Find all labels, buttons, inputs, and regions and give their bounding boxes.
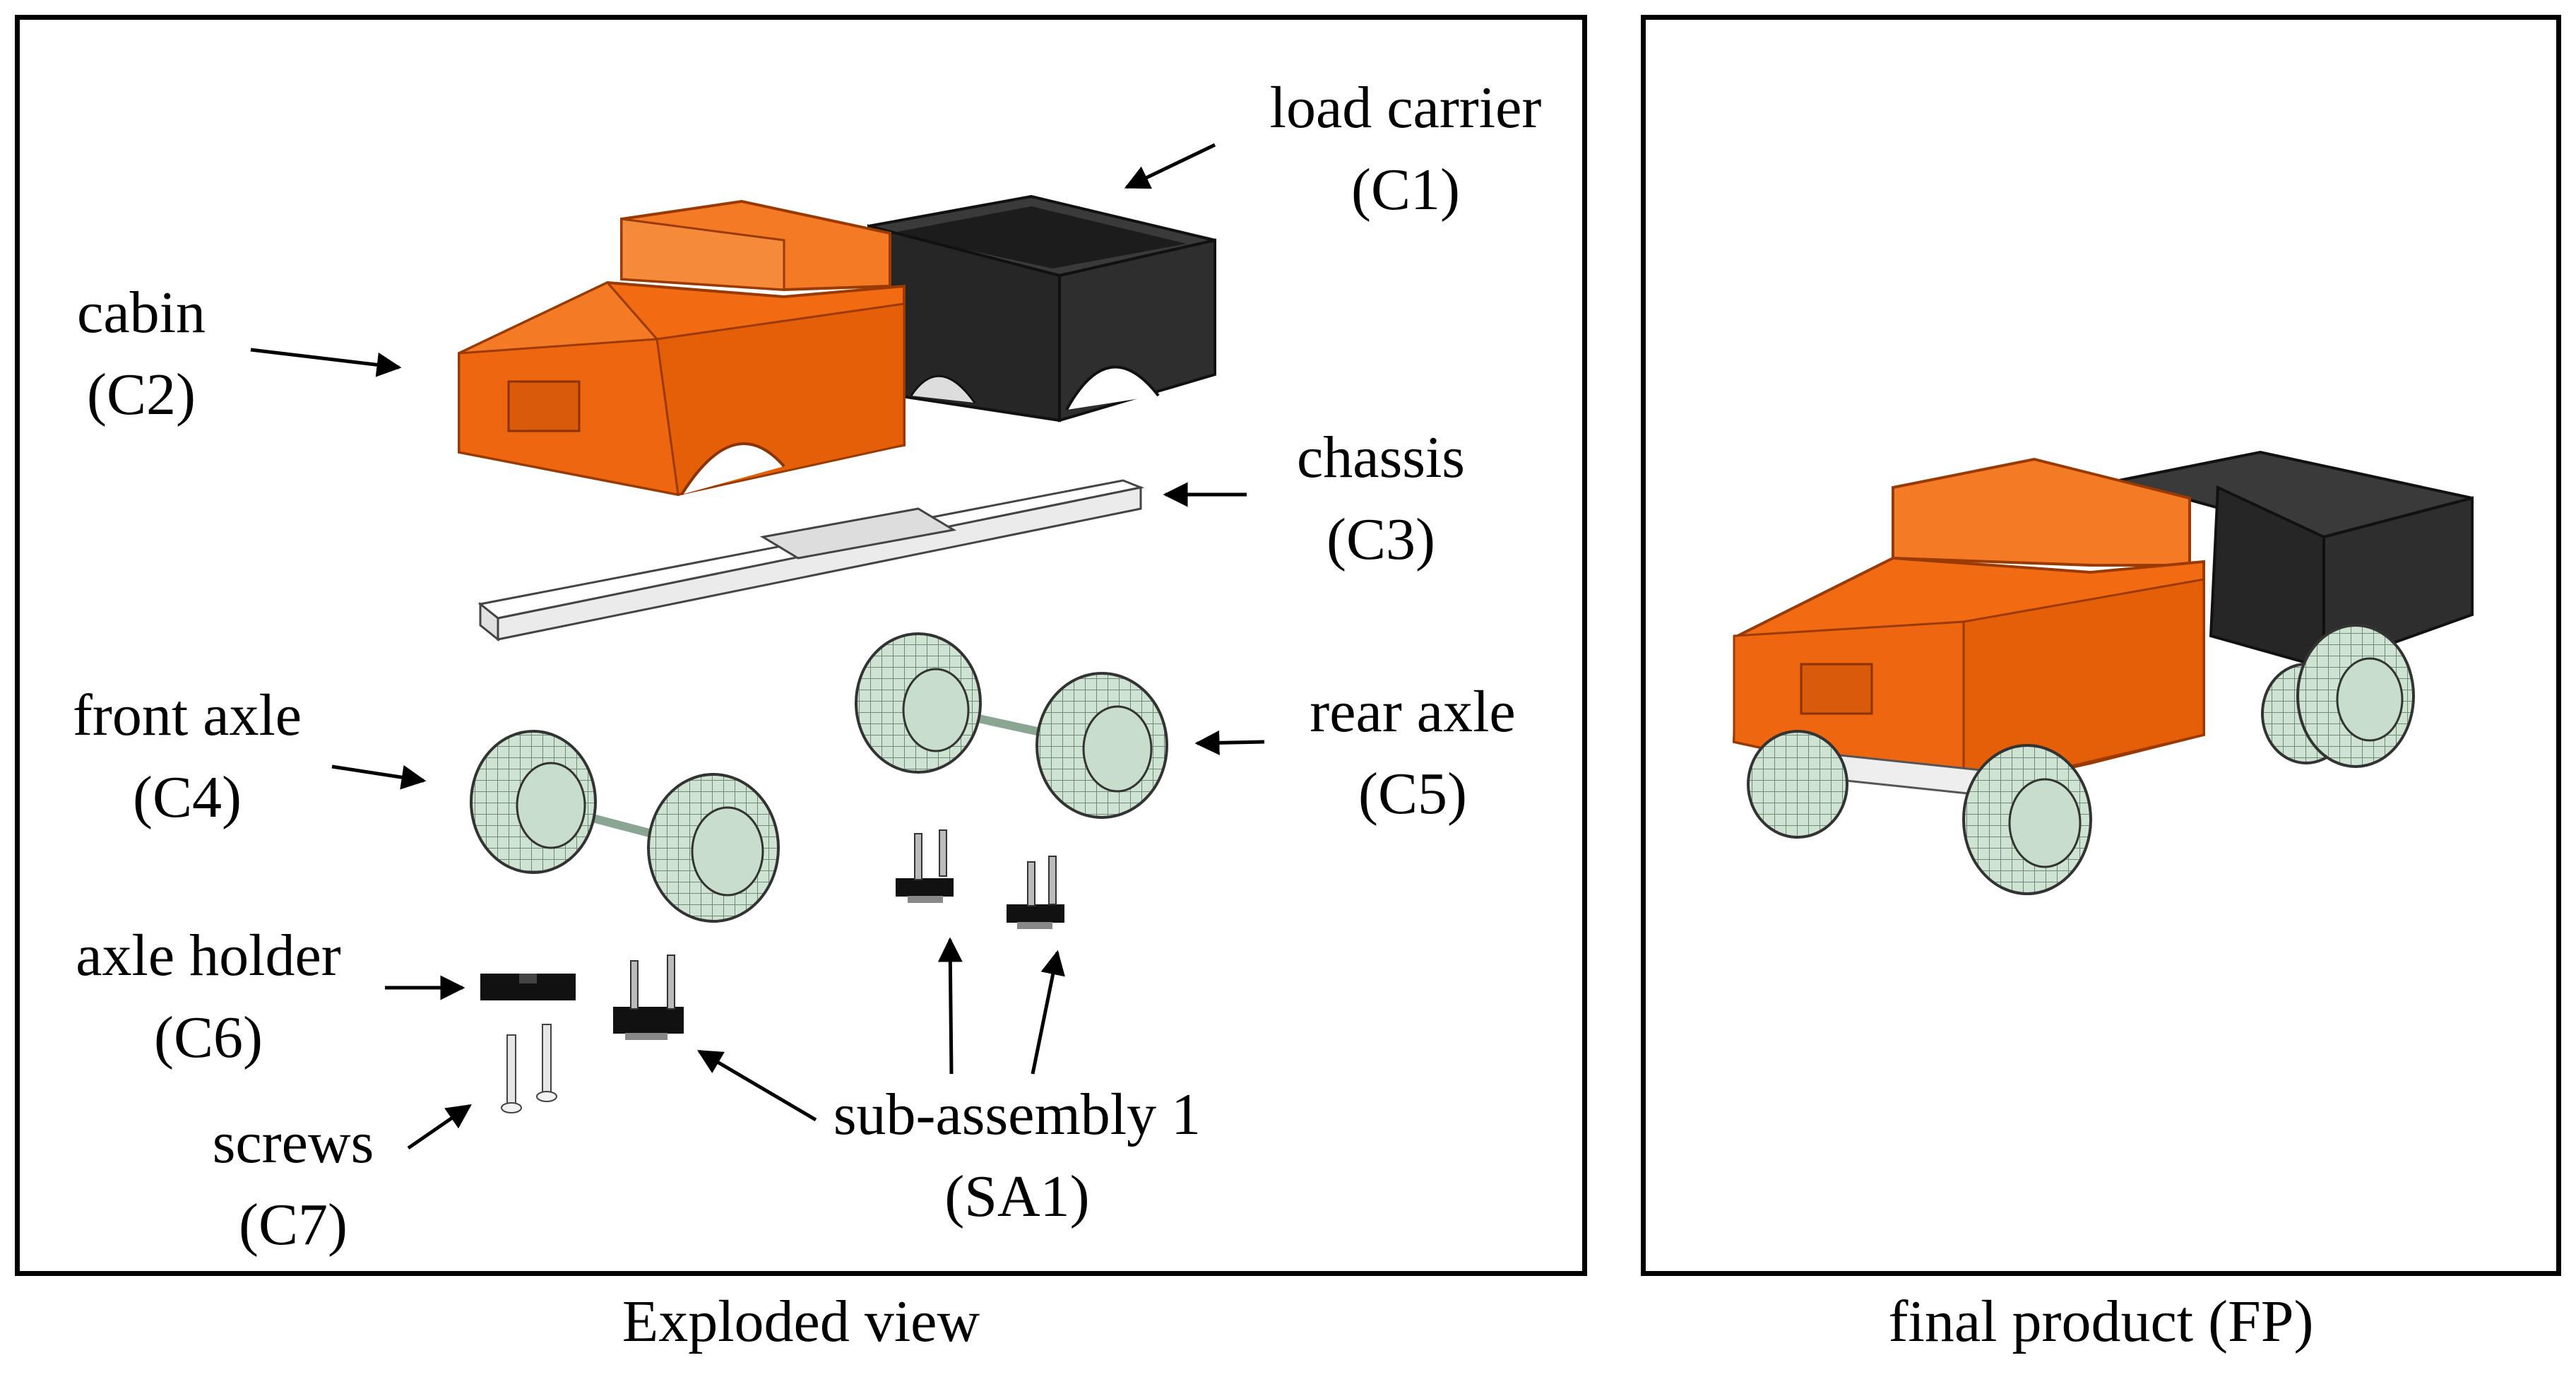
- exploded-view-caption: Exploded view: [622, 1289, 980, 1354]
- rear-axle-part: [855, 632, 1168, 819]
- cabin-part: [457, 199, 906, 497]
- label-axle-holder: axle holder (C6): [39, 915, 378, 1079]
- sub-assembly-rear-left: [896, 829, 954, 903]
- label-front-axle-name: front axle: [72, 682, 302, 748]
- label-screws-code: (C7): [239, 1192, 348, 1258]
- final-product-caption: final product (FP): [1888, 1289, 2314, 1354]
- sub-assembly-rear-right: [1007, 856, 1064, 929]
- label-rear-axle-name: rear axle: [1310, 679, 1516, 745]
- label-front-axle-code: (C4): [133, 764, 242, 830]
- sub-assembly-front: [613, 955, 684, 1040]
- label-screws-name: screws: [212, 1110, 374, 1176]
- label-chassis-name: chassis: [1297, 425, 1465, 490]
- final-product-truck: [1732, 450, 2474, 895]
- leader-arrows: [250, 143, 1265, 1150]
- label-sub-assembly-name: sub-assembly 1: [833, 1082, 1201, 1147]
- label-rear-axle: rear axle (C5): [1271, 671, 1554, 835]
- chassis-part: [477, 479, 1145, 642]
- label-load-carrier-name: load carrier: [1269, 75, 1542, 141]
- label-rear-axle-code: (C5): [1358, 761, 1467, 827]
- label-cabin-code: (C2): [87, 362, 196, 427]
- label-chassis: chassis (C3): [1257, 417, 1504, 581]
- label-axle-holder-name: axle holder: [76, 923, 341, 988]
- label-cabin-name: cabin: [77, 280, 206, 345]
- axle-holder-part: [480, 974, 576, 1000]
- label-sub-assembly: sub-assembly 1 (SA1): [819, 1074, 1215, 1238]
- label-load-carrier-code: (C1): [1351, 157, 1460, 223]
- label-sub-assembly-code: (SA1): [944, 1164, 1090, 1229]
- load-carrier-part: [867, 194, 1216, 422]
- label-cabin: cabin (C2): [42, 272, 240, 436]
- label-load-carrier: load carrier (C1): [1240, 67, 1572, 231]
- screws-part: [501, 1024, 557, 1113]
- label-chassis-code: (C3): [1326, 507, 1435, 572]
- label-screws: screws (C7): [187, 1102, 399, 1266]
- label-front-axle: front axle (C4): [42, 675, 332, 839]
- front-axle-part: [470, 730, 780, 923]
- label-axle-holder-code: (C6): [154, 1005, 263, 1070]
